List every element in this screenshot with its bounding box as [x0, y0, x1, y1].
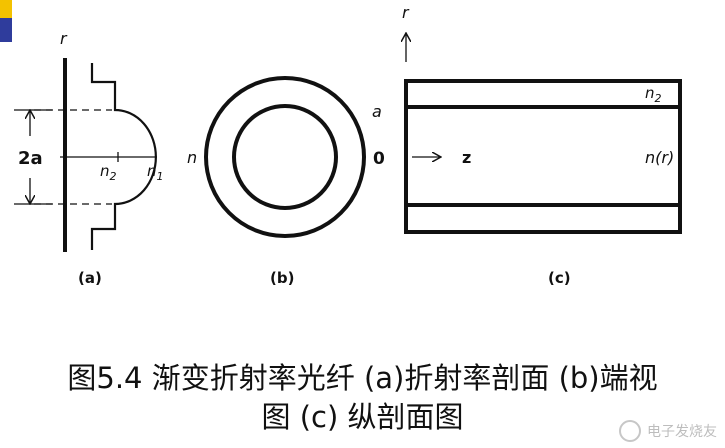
panel-label-a: (a) — [78, 269, 102, 287]
panel-b: n (b) — [187, 76, 366, 287]
origin-label: 0 — [373, 149, 385, 169]
fiber-outline — [404, 79, 682, 234]
corner-mark-yellow — [0, 0, 12, 18]
n-label-b: n — [187, 148, 197, 167]
core-circle — [232, 104, 338, 210]
core-size-label: 2a — [18, 148, 43, 169]
panel-c: r a 0 z n2 n(r) (c) — [372, 3, 682, 287]
z-label: z — [462, 148, 471, 167]
a-label-c: a — [372, 102, 382, 121]
n2-label-a: n2 — [100, 162, 117, 183]
watermark-logo-icon — [619, 420, 641, 442]
n2-label-c: n2 — [645, 84, 662, 105]
axis-r-label-c: r — [402, 3, 410, 22]
fiber-diagram: r 2a n2 n1 (a) n (b) r a 0 z n2 n(r) (c) — [14, 3, 682, 287]
caption-line-2: 图 (c) 纵剖面图 — [261, 400, 464, 434]
nr-label: n(r) — [645, 148, 674, 167]
n1-label-a: n1 — [147, 162, 164, 183]
cladding-circle — [204, 76, 366, 238]
panel-label-b: (b) — [270, 269, 294, 287]
panel-label-c: (c) — [548, 269, 571, 287]
caption-line-1: 图5.4 渐变折射率光纤 (a)折射率剖面 (b)端视 — [67, 361, 658, 395]
watermark-text: 电子发烧友 — [647, 424, 717, 440]
panel-a: r 2a n2 n1 (a) — [14, 29, 164, 287]
axis-r-label-a: r — [60, 29, 68, 48]
corner-mark-blue — [0, 18, 12, 42]
corner-mark — [0, 0, 12, 42]
watermark: 电子发烧友 — [619, 420, 717, 442]
